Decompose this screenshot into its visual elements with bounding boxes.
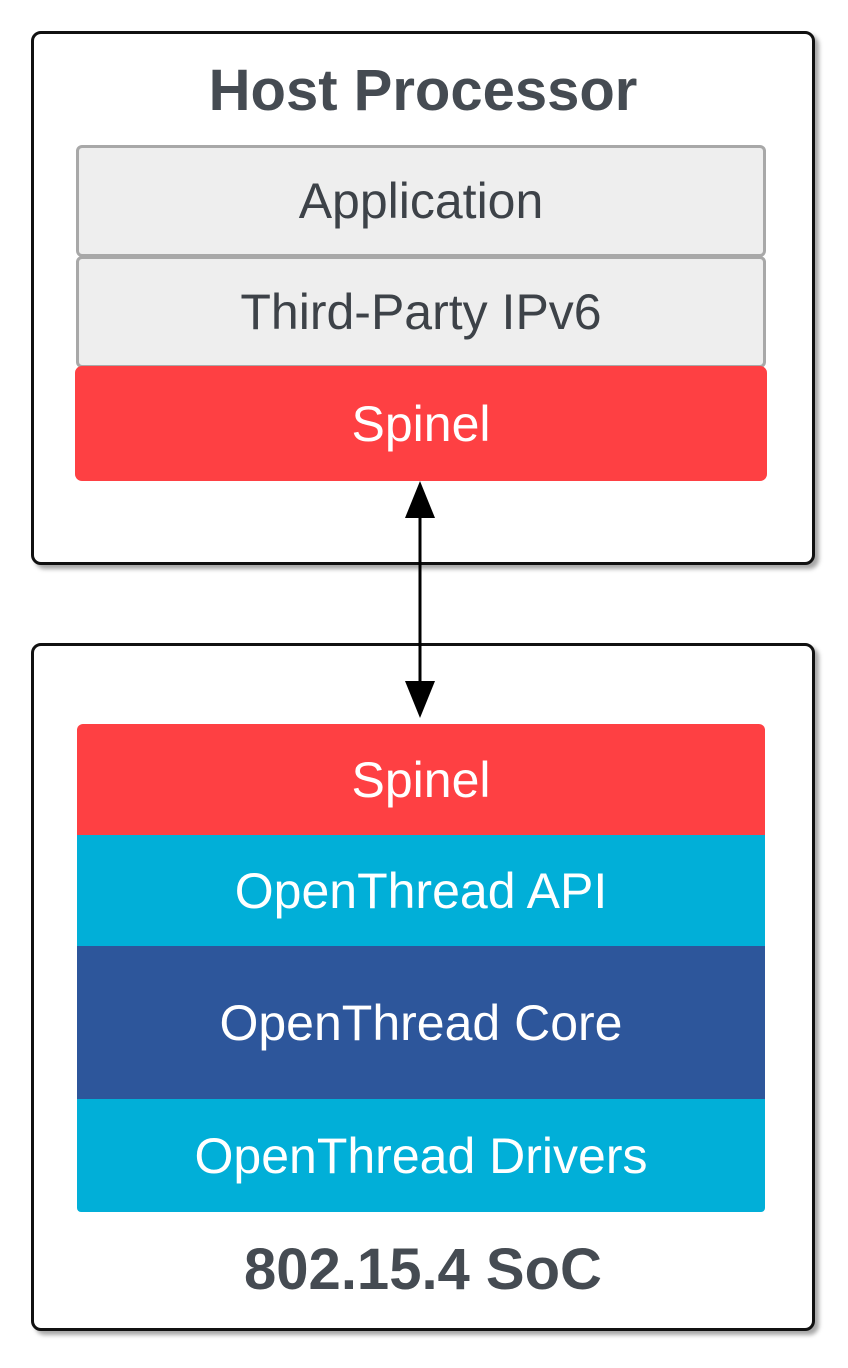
layer-spinel-host: Spinel <box>75 366 767 481</box>
host-processor-box: Host Processor Application Third-Party I… <box>31 31 815 565</box>
soc-title: 802.15.4 SoC <box>244 1237 602 1302</box>
layer-spinel-soc: Spinel <box>77 724 765 836</box>
layer-application: Application <box>76 145 766 257</box>
soc-box: Spinel OpenThread API OpenThread Core Op… <box>31 643 815 1331</box>
layer-third-party-ipv6: Third-Party IPv6 <box>76 256 766 368</box>
layer-openthread-core: OpenThread Core <box>77 946 765 1100</box>
host-processor-title: Host Processor <box>208 58 638 123</box>
layer-openthread-api: OpenThread API <box>77 835 765 947</box>
layer-openthread-drivers: OpenThread Drivers <box>77 1099 765 1212</box>
